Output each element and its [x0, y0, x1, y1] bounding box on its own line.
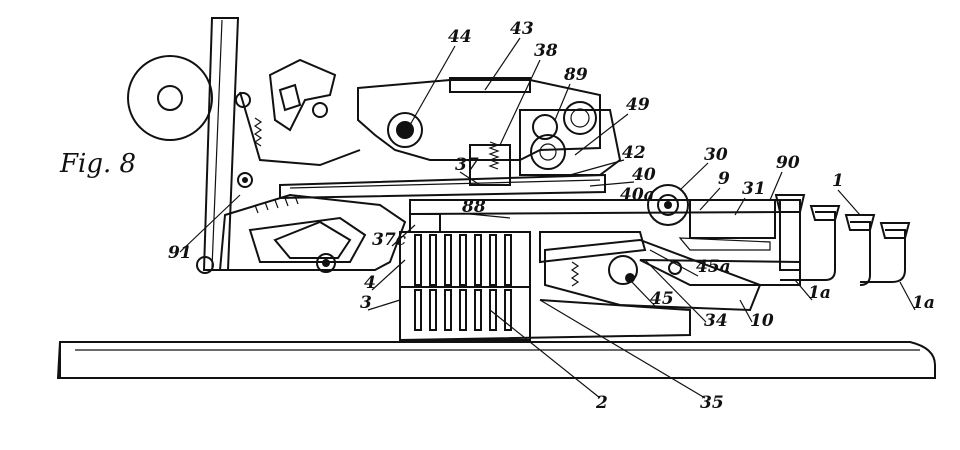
label-40: 40	[632, 165, 656, 185]
label-34: 34	[704, 311, 728, 331]
label-10: 10	[750, 311, 774, 331]
base-plate	[56, 341, 936, 379]
label-42: 42	[622, 143, 646, 163]
callout-labels: 44 43 38 89 49 42 40 30 90 1 9 31 37 40a…	[168, 19, 935, 413]
label-45a: 45a	[696, 257, 731, 277]
label-35: 35	[700, 393, 724, 413]
label-31: 31	[742, 179, 766, 199]
label-4: 4	[364, 273, 376, 293]
paper-roll	[127, 55, 213, 141]
label-1a-right: 1a	[912, 293, 935, 313]
label-89: 89	[563, 65, 588, 85]
label-44: 44	[448, 27, 472, 47]
label-1a-left: 1a	[808, 283, 831, 303]
carriage-block	[357, 77, 601, 161]
label-45: 45	[650, 289, 674, 309]
spring-38	[469, 141, 511, 186]
label-37c: 37c	[372, 230, 407, 250]
roller-30	[647, 184, 689, 226]
label-38: 38	[534, 41, 558, 61]
label-3: 3	[360, 293, 372, 313]
label-9: 9	[718, 169, 730, 189]
label-37: 37	[455, 155, 479, 175]
figure-title: Fig. 8	[59, 149, 136, 179]
label-30: 30	[704, 145, 728, 165]
label-1: 1	[832, 171, 844, 191]
pawl-mechanism	[235, 58, 361, 188]
lever-45	[399, 231, 762, 341]
label-88: 88	[461, 197, 486, 217]
label-43: 43	[510, 19, 534, 39]
label-91: 91	[168, 243, 192, 263]
arm-31	[678, 199, 776, 251]
label-90: 90	[776, 153, 800, 173]
label-2: 2	[595, 393, 608, 413]
leader-lines	[179, 37, 916, 399]
gear-cluster	[519, 101, 622, 176]
number-wheels	[399, 231, 531, 341]
horizontal-slide	[279, 173, 781, 233]
left-frame	[196, 17, 240, 274]
label-49: 49	[626, 95, 650, 115]
label-40a: 40a	[620, 185, 655, 205]
